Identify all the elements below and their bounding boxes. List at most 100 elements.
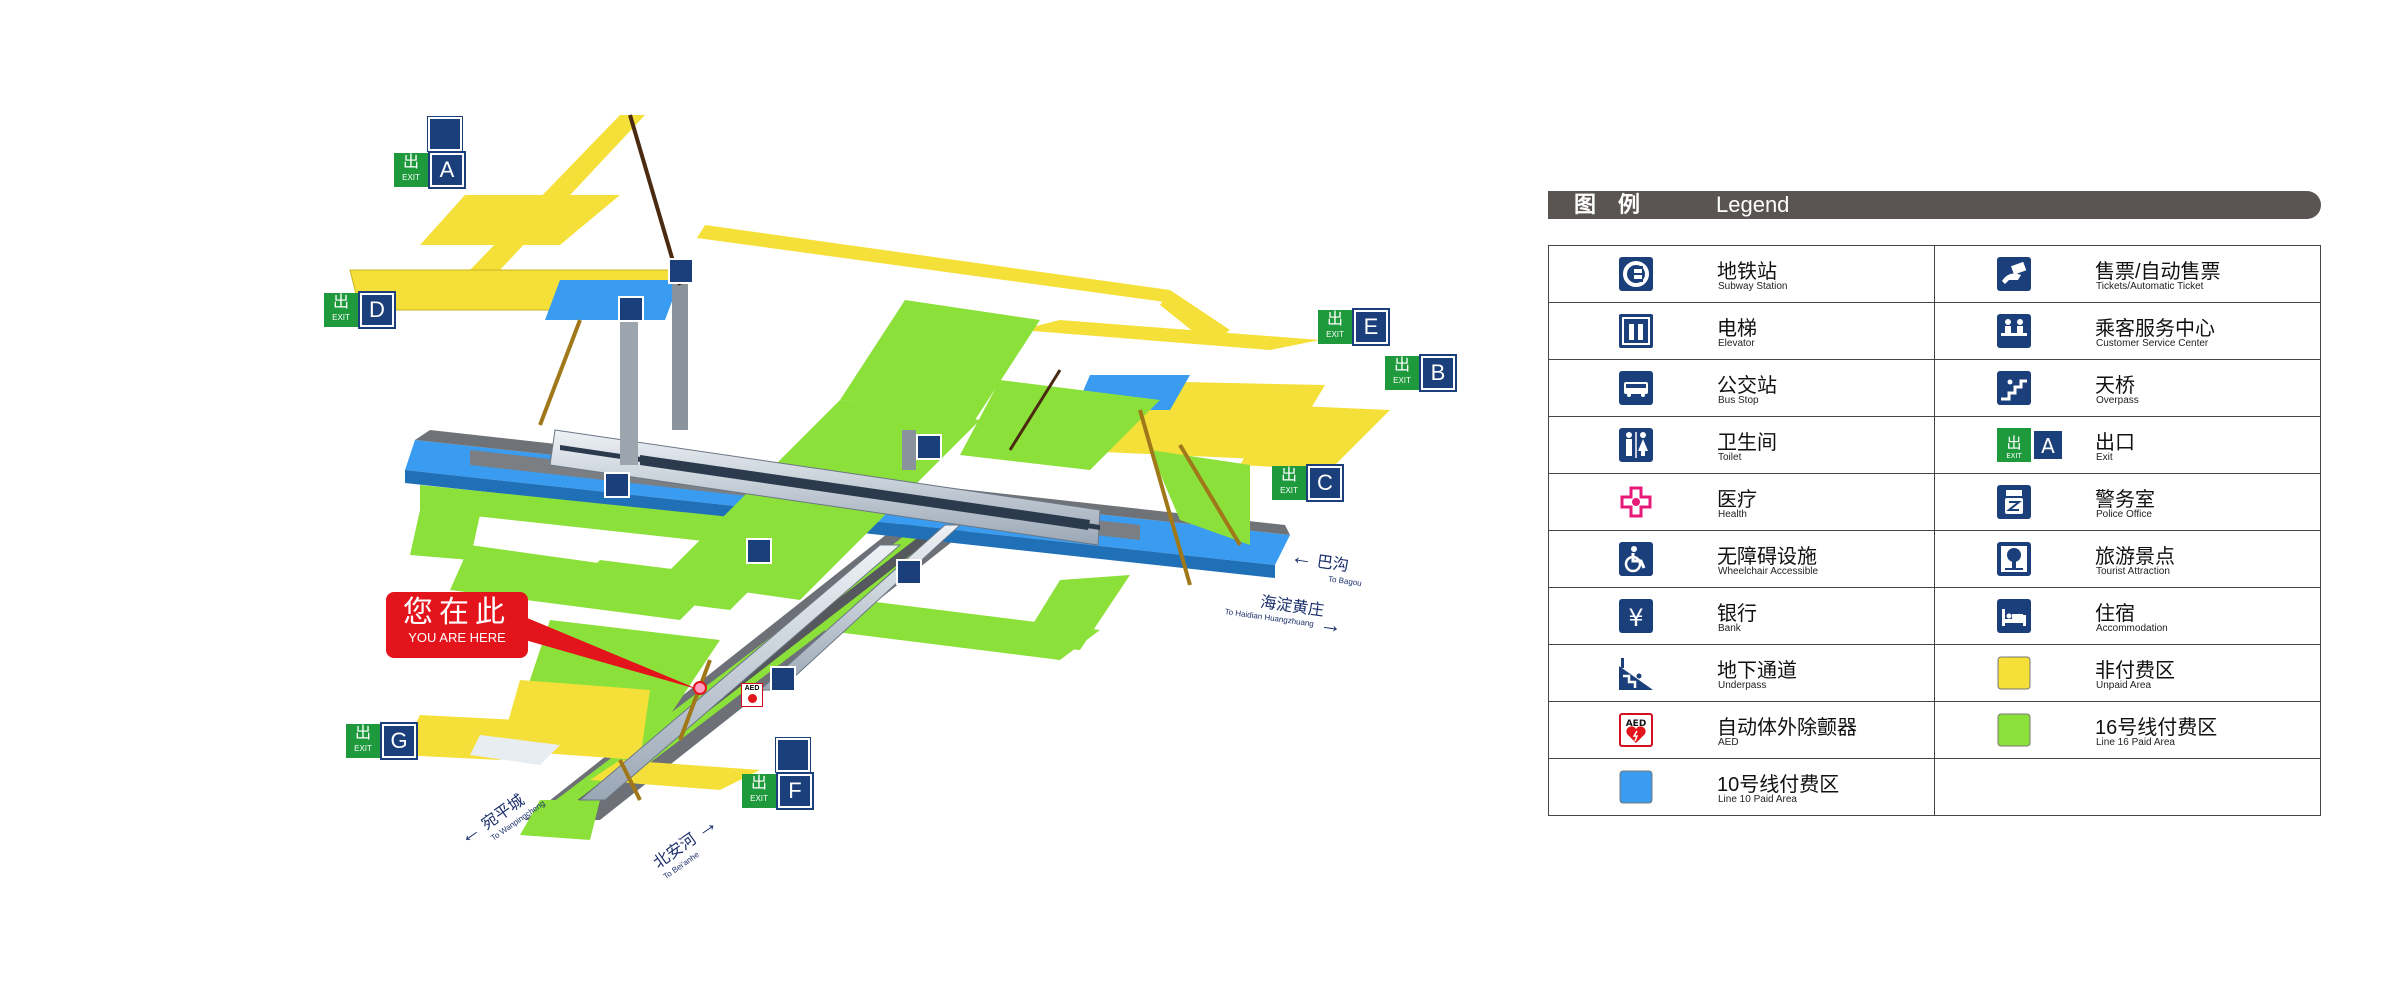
customer-service-icon [1997, 314, 2031, 348]
line10-train [549, 429, 1101, 546]
police-icon [1997, 485, 2031, 519]
underpass-icon [1619, 656, 1653, 690]
legend-label-en: AED [1718, 737, 1739, 748]
legend-label-cn: 自动体外除颤器 [1717, 717, 1857, 739]
legend-label-en: Line 10 Paid Area [1718, 794, 1797, 805]
legend-label-cn: 电梯 [1717, 318, 1757, 340]
exit-letter: G [380, 722, 418, 760]
health-icon [1619, 485, 1653, 519]
you-are-here-en: YOU ARE HERE [408, 630, 506, 645]
accommodation-icon [1997, 599, 2031, 633]
arrow-right-icon: → [1318, 610, 1344, 639]
legend-label-cn: 16号线付费区 [2095, 717, 2218, 739]
elevator-icon [618, 296, 644, 322]
legend-label-cn: 公交站 [1717, 375, 1777, 397]
you-are-here-callout: 您在此 YOU ARE HERE [386, 592, 528, 658]
elevator-icon [746, 538, 772, 564]
legend-label-en: Health [1718, 509, 1747, 520]
you-are-here-cn: 您在此 [403, 596, 511, 629]
legend-label-en: Accommodation [2096, 623, 2168, 634]
line16-swatch [1997, 713, 2031, 747]
subway-icon [1619, 257, 1653, 291]
legend-label-cn: 售票/自动售票 [2095, 261, 2221, 283]
toilet-icon [1619, 428, 1653, 462]
tourist-icon [1997, 542, 2031, 576]
legend-label-en: Toilet [1718, 452, 1742, 463]
legend-header: 图例 Legend [1548, 191, 2321, 219]
legend-label-cn: 住宿 [2095, 603, 2135, 625]
exit-letter: A [428, 151, 466, 189]
legend-label-en: Tourist Attraction [2096, 566, 2170, 577]
ticket-icon [1997, 257, 2031, 291]
legend-title-en: Legend [1716, 192, 1790, 217]
line10-swatch [1619, 770, 1653, 804]
legend-label-cn: 地下通道 [1717, 660, 1797, 682]
legend-label-en: Exit [2096, 452, 2113, 463]
elevator-icon [916, 434, 942, 460]
bus-icon [1619, 371, 1653, 405]
legend-label-cn: 旅游景点 [2095, 546, 2175, 568]
legend-title-cn: 图例 [1574, 192, 1663, 217]
svg-text:AED: AED [1626, 719, 1647, 729]
legend-label-en: Customer Service Center [2096, 338, 2209, 349]
elevator-icon [775, 737, 811, 773]
legend-label-cn: 警务室 [2095, 489, 2155, 511]
svg-text:出: 出 [2006, 434, 2021, 452]
legend-label-cn: 10号线付费区 [1717, 774, 1840, 796]
svg-text:A: A [2041, 434, 2055, 458]
legend-label-en: Overpass [2096, 395, 2139, 406]
legend-label-en: Tickets/Automatic Ticket [2096, 281, 2204, 292]
elevator-icon [1619, 314, 1653, 348]
legend-label-en: Unpaid Area [2096, 680, 2152, 691]
elevator-icon [668, 258, 694, 284]
exit-letter: C [1306, 464, 1344, 502]
unpaid-swatch [1997, 656, 2031, 690]
legend-label-cn: 医疗 [1717, 489, 1757, 511]
exit-letter: B [1419, 354, 1457, 392]
legend-label-en: Wheelchair Accessible [1718, 566, 1819, 577]
elevator-icon [770, 666, 796, 692]
legend-label-cn: 银行 [1717, 603, 1757, 625]
exit-letter: D [358, 291, 396, 329]
bank-icon: ¥ [1619, 599, 1653, 633]
legend-label-en: Underpass [1718, 680, 1767, 691]
legend-label-cn: 乘客服务中心 [2095, 318, 2215, 340]
legend-empty-cell [1934, 758, 2321, 816]
